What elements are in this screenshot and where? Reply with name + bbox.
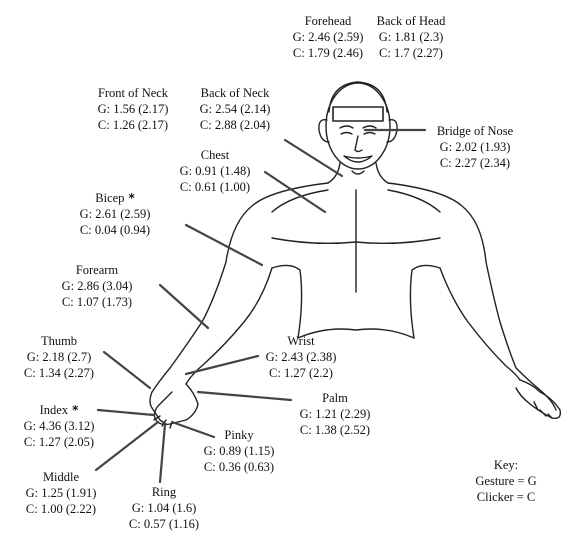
clicker-score: C: 2.88 (2.04) xyxy=(190,117,280,133)
clicker-score: C: 1.07 (1.73) xyxy=(52,294,142,310)
label-wrist: Wrist G: 2.43 (2.38) C: 1.27 (2.2) xyxy=(256,333,346,381)
label-thumb: Thumb G: 2.18 (2.7) C: 1.34 (2.27) xyxy=(16,333,102,381)
label-middle: Middle G: 1.25 (1.91) C: 1.00 (2.22) xyxy=(16,469,106,517)
region-name: Back of Head xyxy=(366,13,456,29)
gesture-score: G: 2.54 (2.14) xyxy=(190,101,280,117)
right-eye xyxy=(364,133,375,135)
label-chest: Chest G: 0.91 (1.48) C: 0.61 (1.00) xyxy=(170,147,260,195)
label-bridge-of-nose: Bridge of Nose G: 2.02 (1.93) C: 2.27 (2… xyxy=(425,123,525,171)
right-fingers xyxy=(534,402,552,418)
leader-wrist xyxy=(186,356,258,374)
leader-ring xyxy=(160,424,165,482)
key-title: Key: xyxy=(462,457,550,473)
label-back-of-head: Back of Head G: 1.81 (2.3) C: 1.7 (2.27) xyxy=(366,13,456,61)
region-name: Pinky xyxy=(196,427,282,443)
gesture-score: G: 4.36 (3.12) xyxy=(14,418,104,434)
torso-arms-outline xyxy=(150,183,556,424)
legend-key: Key: Gesture = G Clicker = C xyxy=(462,457,550,505)
region-name: Front of Neck xyxy=(88,85,178,101)
leader-thumb xyxy=(104,352,150,388)
gesture-score: G: 2.02 (1.93) xyxy=(425,139,525,155)
right-eyebrow xyxy=(363,126,376,128)
key-clicker: Clicker = C xyxy=(462,489,550,505)
region-name: Forehead xyxy=(286,13,370,29)
mouth xyxy=(344,156,372,162)
clicker-score: C: 2.27 (2.34) xyxy=(425,155,525,171)
gesture-score: G: 1.04 (1.6) xyxy=(120,500,208,516)
gesture-score: G: 0.91 (1.48) xyxy=(170,163,260,179)
forehead-region xyxy=(333,107,383,121)
neck-line xyxy=(352,171,364,174)
clicker-score: C: 1.00 (2.22) xyxy=(16,501,106,517)
label-palm: Palm G: 1.21 (2.29) C: 1.38 (2.52) xyxy=(290,390,380,438)
nose xyxy=(355,136,362,152)
clicker-score: C: 0.36 (0.63) xyxy=(196,459,282,475)
label-forearm: Forearm G: 2.86 (3.04) C: 1.07 (1.73) xyxy=(52,262,142,310)
gesture-score: G: 1.56 (2.17) xyxy=(88,101,178,117)
label-forehead: Forehead G: 2.46 (2.59) C: 1.79 (2.46) xyxy=(286,13,370,61)
leader-forearm xyxy=(160,285,208,328)
right-shoulder-line xyxy=(388,190,440,212)
label-index: Index * G: 4.36 (3.12) C: 1.27 (2.05) xyxy=(14,402,104,450)
label-pinky: Pinky G: 0.89 (1.15) C: 0.36 (0.63) xyxy=(196,427,282,475)
region-name: Chest xyxy=(170,147,260,163)
gesture-score: G: 2.61 (2.59) xyxy=(70,206,160,222)
region-name-row: Bicep * xyxy=(70,190,160,206)
right-inner-arm xyxy=(440,268,520,380)
clicker-score: C: 1.27 (2.2) xyxy=(256,365,346,381)
leader-middle xyxy=(96,422,158,470)
left-eye xyxy=(341,133,352,135)
gesture-score: G: 1.25 (1.91) xyxy=(16,485,106,501)
leader-back-of-neck xyxy=(285,140,342,176)
leader-index xyxy=(98,410,154,415)
region-name: Index xyxy=(40,403,68,417)
region-name: Thumb xyxy=(16,333,102,349)
torso-left xyxy=(272,265,302,338)
clicker-score: C: 0.04 (0.94) xyxy=(70,222,160,238)
region-name: Ring xyxy=(120,484,208,500)
region-name-row: Index * xyxy=(14,402,104,418)
star-marker: * xyxy=(128,191,134,205)
region-name: Back of Neck xyxy=(190,85,280,101)
star-marker: * xyxy=(72,403,78,417)
gesture-score: G: 2.86 (3.04) xyxy=(52,278,142,294)
gesture-score: G: 2.43 (2.38) xyxy=(256,349,346,365)
label-ring: Ring G: 1.04 (1.6) C: 0.57 (1.16) xyxy=(120,484,208,532)
key-gesture: Gesture = G xyxy=(462,473,550,489)
label-front-of-neck: Front of Neck G: 1.56 (2.17) C: 1.26 (2.… xyxy=(88,85,178,133)
label-bicep: Bicep * G: 2.61 (2.59) C: 0.04 (0.94) xyxy=(70,190,160,238)
gesture-score: G: 2.18 (2.7) xyxy=(16,349,102,365)
clicker-score: C: 0.61 (1.00) xyxy=(170,179,260,195)
leader-bicep xyxy=(186,225,262,265)
gesture-score: G: 1.81 (2.3) xyxy=(366,29,456,45)
leader-palm xyxy=(198,392,291,400)
gesture-score: G: 0.89 (1.15) xyxy=(196,443,282,459)
clicker-score: C: 1.27 (2.05) xyxy=(14,434,104,450)
clicker-score: C: 1.79 (2.46) xyxy=(286,45,370,61)
clicker-score: C: 0.57 (1.16) xyxy=(120,516,208,532)
neck-right xyxy=(376,163,388,183)
region-name: Forearm xyxy=(52,262,142,278)
clicker-score: C: 1.26 (2.17) xyxy=(88,117,178,133)
head-outline xyxy=(326,83,390,169)
left-hand xyxy=(154,384,198,425)
label-back-of-neck: Back of Neck G: 2.54 (2.14) C: 2.88 (2.0… xyxy=(190,85,280,133)
gesture-score: G: 2.46 (2.59) xyxy=(286,29,370,45)
torso-right xyxy=(410,265,440,338)
gesture-score: G: 1.21 (2.29) xyxy=(290,406,380,422)
clicker-score: C: 1.7 (2.27) xyxy=(366,45,456,61)
right-hand xyxy=(516,380,560,418)
region-name: Wrist xyxy=(256,333,346,349)
region-name: Palm xyxy=(290,390,380,406)
clicker-score: C: 1.34 (2.27) xyxy=(16,365,102,381)
clicker-score: C: 1.38 (2.52) xyxy=(290,422,380,438)
region-name: Bicep xyxy=(95,191,124,205)
region-name: Bridge of Nose xyxy=(425,123,525,139)
region-name: Middle xyxy=(16,469,106,485)
left-eyebrow xyxy=(340,126,353,128)
